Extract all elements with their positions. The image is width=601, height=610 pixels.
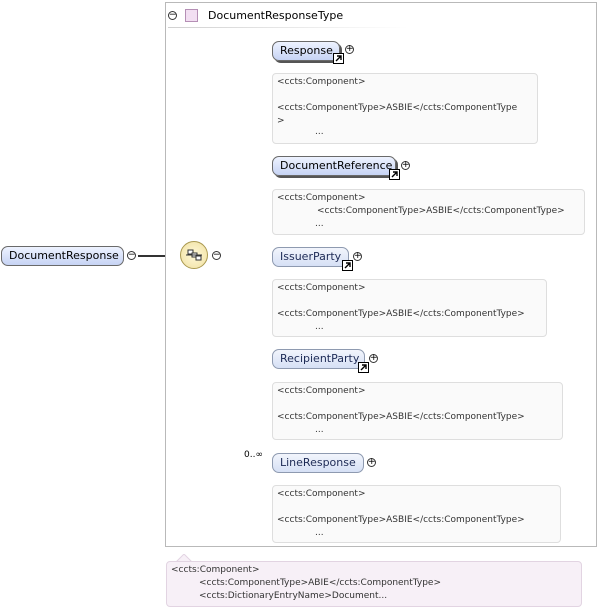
header-divider: [168, 27, 408, 28]
element-label: DocumentReference: [280, 159, 393, 172]
doc-line: ...: [315, 127, 324, 137]
expand-line-response-icon[interactable]: +: [367, 457, 376, 467]
doc-line: <ccts:DictionaryEntryName>Document...: [199, 591, 388, 601]
doc-line: [277, 90, 533, 103]
doc-line: <ccts:Component>: [277, 386, 366, 396]
doc-line: <ccts:Component>: [277, 283, 366, 293]
expand-recipient-party-icon[interactable]: +: [369, 353, 378, 363]
doc-line: ...: [315, 425, 324, 435]
element-issuer-party[interactable]: IssuerParty: [272, 247, 349, 267]
element-label: IssuerParty: [280, 250, 342, 263]
occurrence-label: 0..∞: [244, 450, 263, 460]
element-label: RecipientParty: [280, 352, 360, 365]
doc-line: <ccts:Component>: [277, 489, 366, 499]
element-document-reference[interactable]: DocumentReference: [272, 156, 396, 176]
doc-line: <ccts:ComponentType>ASBIE</ccts:Componen…: [277, 515, 525, 525]
reference-arrow-icon: [333, 53, 344, 64]
doc-line: <ccts:Component>: [277, 77, 366, 87]
collapse-root-icon[interactable]: −: [127, 250, 136, 260]
doc-line: <ccts:ComponentType>ASBIE</ccts:Componen…: [317, 206, 565, 216]
doc-line: ...: [315, 322, 324, 332]
doc-line: <ccts:ComponentType>ASBIE</ccts:Componen…: [277, 103, 518, 113]
doc-line: ...: [315, 528, 324, 538]
doc-line: <ccts:Component>: [277, 193, 366, 203]
doc-line: [277, 296, 542, 309]
expand-response-icon[interactable]: +: [345, 44, 354, 54]
collapse-sequence-icon[interactable]: −: [212, 250, 221, 260]
root-element[interactable]: DocumentResponse: [1, 246, 124, 266]
reference-arrow-icon: [389, 169, 400, 180]
element-response[interactable]: Response: [272, 41, 340, 61]
doc-line: <ccts:ComponentType>ASBIE</ccts:Componen…: [277, 309, 525, 319]
reference-arrow-icon: [358, 362, 369, 373]
doc-response: <ccts:Component> <ccts:ComponentType>ASB…: [272, 73, 538, 144]
doc-issuer-party: <ccts:Component> <ccts:ComponentType>ASB…: [272, 279, 547, 337]
doc-recipient-party: <ccts:Component> <ccts:ComponentType>ASB…: [272, 382, 563, 440]
sequence-compositor[interactable]: [180, 241, 208, 269]
doc-line-response: <ccts:Component> <ccts:ComponentType>ASB…: [272, 485, 561, 543]
complex-type-name: DocumentResponseType: [208, 8, 344, 22]
doc-root: <ccts:Component> <ccts:ComponentType>ABI…: [166, 561, 582, 607]
doc-line: [277, 502, 556, 515]
sequence-icon: [186, 249, 202, 261]
doc-line: <ccts:ComponentType>ABIE</ccts:Component…: [199, 578, 442, 588]
doc-line: <ccts:ComponentType>ASBIE</ccts:Componen…: [277, 412, 525, 422]
complex-type-header: − DocumentResponseType: [168, 7, 408, 28]
element-label: Response: [280, 44, 333, 57]
doc-pointer-arrow: [176, 554, 193, 563]
expand-document-reference-icon[interactable]: +: [401, 160, 410, 170]
expand-issuer-party-icon[interactable]: +: [353, 251, 362, 261]
reference-arrow-icon: [342, 260, 353, 271]
doc-line: <ccts:Component>: [171, 565, 260, 575]
complex-type-icon: [185, 8, 198, 22]
element-recipient-party[interactable]: RecipientParty: [272, 349, 365, 369]
doc-document-reference: <ccts:Component> <ccts:ComponentType>ASB…: [272, 189, 585, 235]
root-element-label: DocumentResponse: [9, 249, 119, 262]
element-line-response[interactable]: LineResponse: [272, 453, 364, 473]
element-label: LineResponse: [280, 456, 356, 469]
doc-line: >: [277, 116, 285, 126]
doc-line: [277, 399, 558, 412]
doc-line: ...: [315, 219, 324, 229]
collapse-type-icon[interactable]: −: [168, 9, 177, 20]
